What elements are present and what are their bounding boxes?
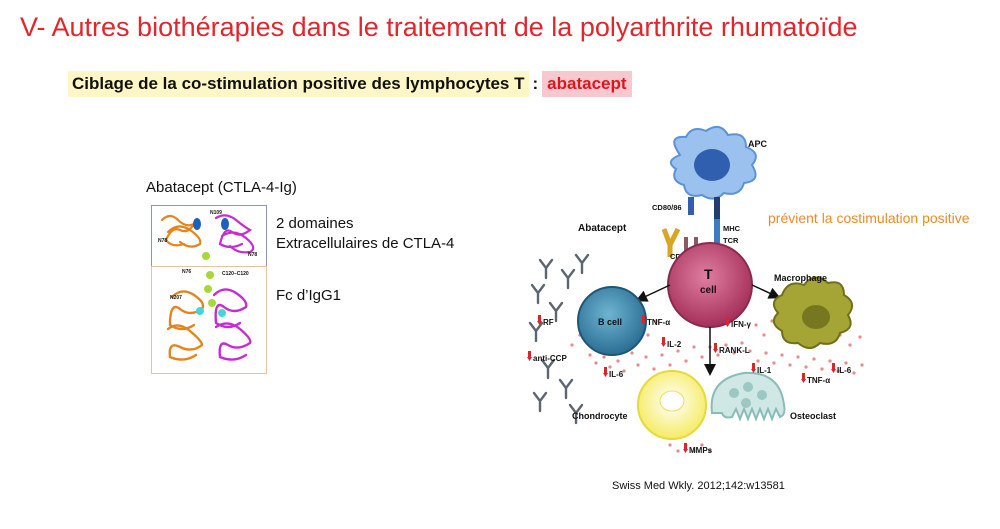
subtitle-separator: :: [532, 74, 539, 93]
cytokine-il1: IL-1: [757, 366, 772, 375]
tcr-label: TCR: [723, 236, 739, 245]
cytokine-il6-m: IL-6: [837, 366, 852, 375]
mechanism-diagram: APC CD80/86 MHC TCR CD28 Abatacept T cel…: [527, 125, 864, 455]
macrophage-nucleus: [802, 305, 830, 329]
cytokine-rankl: RANK-L: [719, 346, 750, 355]
osteoclast-label: Osteoclast: [790, 411, 836, 421]
arrow-t-to-macrophage: [751, 284, 781, 299]
cd80-86-receptor: [688, 197, 694, 215]
cysteine-bridge: [206, 271, 214, 279]
structure-caption: Abatacept (CTLA-4-Ig): [146, 179, 297, 196]
tcr-receptor: [714, 219, 720, 243]
cytokine-mmps: MMPs: [689, 446, 713, 455]
t-cell-label-1: T: [704, 266, 713, 282]
decrease-markers: [527, 315, 836, 453]
macrophage-label: Macrophage: [774, 273, 827, 283]
residue-label: C120–C120: [222, 271, 249, 277]
residue-label: N78: [248, 252, 257, 258]
mhc-label: MHC: [723, 224, 741, 233]
cysteine-bridge: [202, 252, 210, 260]
glycan-blob: [218, 309, 226, 317]
cytokine-il6-b: IL-6: [609, 370, 624, 379]
apc-nucleus: [694, 149, 730, 181]
ctla4-ribbon-illustration: N109 N78 N78: [158, 210, 257, 260]
glycan-blob: [193, 218, 201, 230]
cytokine-ifn: IFN-γ: [731, 320, 752, 329]
cysteine-bridge: [208, 299, 216, 307]
glycan-blob: [221, 218, 229, 230]
residue-label: N207: [170, 295, 182, 301]
cytokine-anti-ccp: anti-CCP: [533, 354, 567, 363]
cytokine-tnf-b: TNF-α: [647, 318, 670, 327]
apc-label: APC: [748, 139, 768, 149]
b-cell-label: B cell: [598, 317, 622, 327]
fc-label: Fc d’IgG1: [276, 287, 342, 304]
cd80-86-label: CD80/86: [652, 203, 682, 212]
chondrocyte-label: Chondrocyte: [572, 411, 628, 421]
cytokine-rf: RF: [543, 318, 554, 327]
citation: Swiss Med Wkly. 2012;142:w13581: [612, 480, 785, 492]
antibody-icons: [528, 253, 590, 425]
chondrocyte-nucleus: [659, 390, 685, 412]
abatacept-label: Abatacept: [578, 223, 627, 234]
abatacept-molecule-icon: [661, 227, 681, 257]
t-cell-label-2: cell: [700, 285, 717, 296]
subtitle: Ciblage de la co-stimulation positive de…: [68, 70, 632, 98]
domain-label-line2: Extracellulaires de CTLA-4: [276, 235, 455, 252]
mechanism-note: prévient la costimulation positive: [768, 210, 970, 226]
osteoclast-cell: [710, 371, 786, 422]
glycan-blob: [196, 307, 204, 315]
ctla4-domain-structure-image: N109 N78 N78: [151, 205, 267, 267]
domain-label-line1: 2 domaines: [276, 215, 354, 232]
fc-ribbon-illustration: N207 N76 C120–C120: [166, 269, 252, 361]
fc-igg1-structure-image: N207 N76 C120–C120: [151, 266, 267, 374]
subtitle-text: Ciblage de la co-stimulation positive de…: [68, 71, 529, 97]
cytokine-il2: IL-2: [667, 340, 682, 349]
arrow-t-to-b: [635, 284, 671, 302]
residue-label: N109: [210, 210, 222, 216]
mhc-receptor: [714, 197, 720, 219]
cysteine-bridge: [204, 285, 212, 293]
slide-title: V- Autres biothérapies dans le traitemen…: [20, 12, 858, 42]
subtitle-drug-name: abatacept: [542, 71, 632, 97]
residue-label: N78: [158, 238, 167, 244]
cytokine-tnf-m: TNF-α: [807, 376, 830, 385]
residue-label: N76: [182, 269, 191, 275]
